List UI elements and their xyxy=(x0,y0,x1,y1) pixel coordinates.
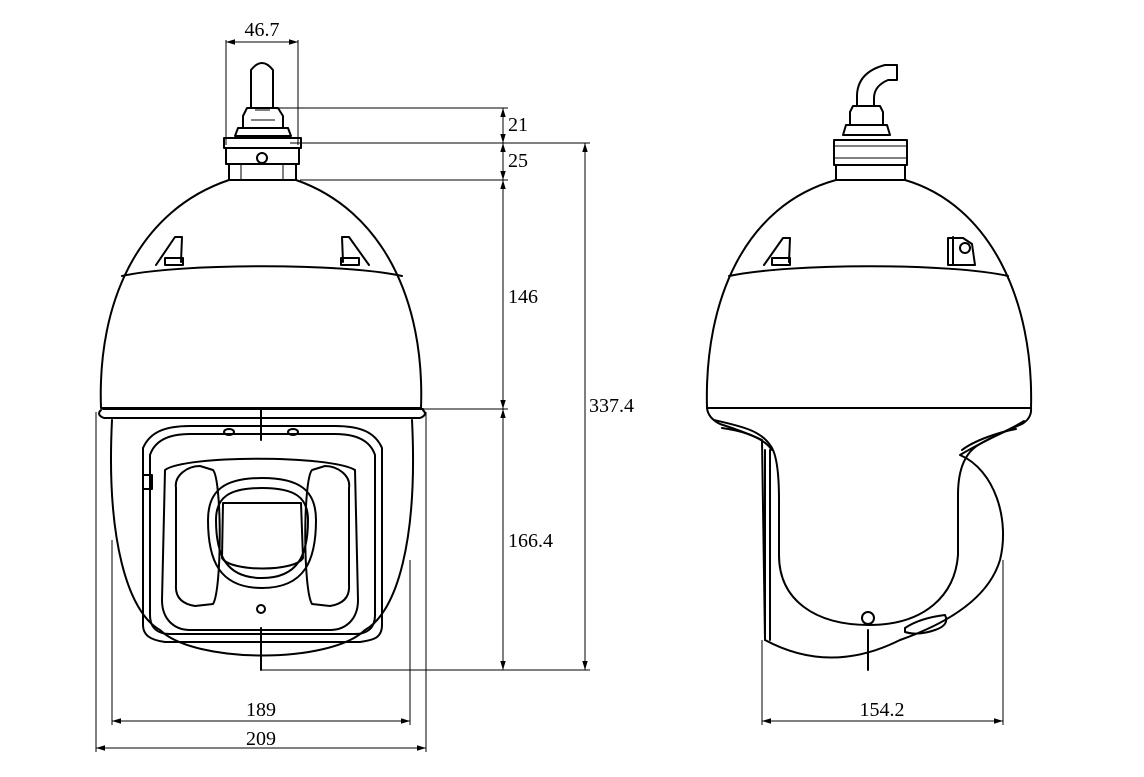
dim-label-upper-dome-height: 146 xyxy=(508,286,538,308)
front-upper-dome xyxy=(99,179,423,409)
dim-label-inner-width: 189 xyxy=(246,699,276,721)
dim-label-lower-body-height: 166.4 xyxy=(508,530,553,552)
dim-label-mount-top-height: 21 xyxy=(508,114,528,136)
dim-label-side-depth: 154.2 xyxy=(860,699,905,721)
front-view xyxy=(98,62,426,671)
front-mount-connector xyxy=(223,62,302,181)
front-lower-body xyxy=(98,408,426,671)
dim-label-mount-base-height: 25 xyxy=(508,150,528,172)
dimension-lines xyxy=(95,39,1004,752)
side-view xyxy=(705,64,1033,671)
dim-label-total-height: 337.4 xyxy=(589,395,634,417)
side-lower-body xyxy=(706,407,1033,671)
dim-label-mount-width: 46.7 xyxy=(245,19,280,41)
side-upper-dome xyxy=(705,179,1033,409)
dim-label-outer-width: 209 xyxy=(246,728,276,750)
side-mount-connector xyxy=(833,64,908,181)
